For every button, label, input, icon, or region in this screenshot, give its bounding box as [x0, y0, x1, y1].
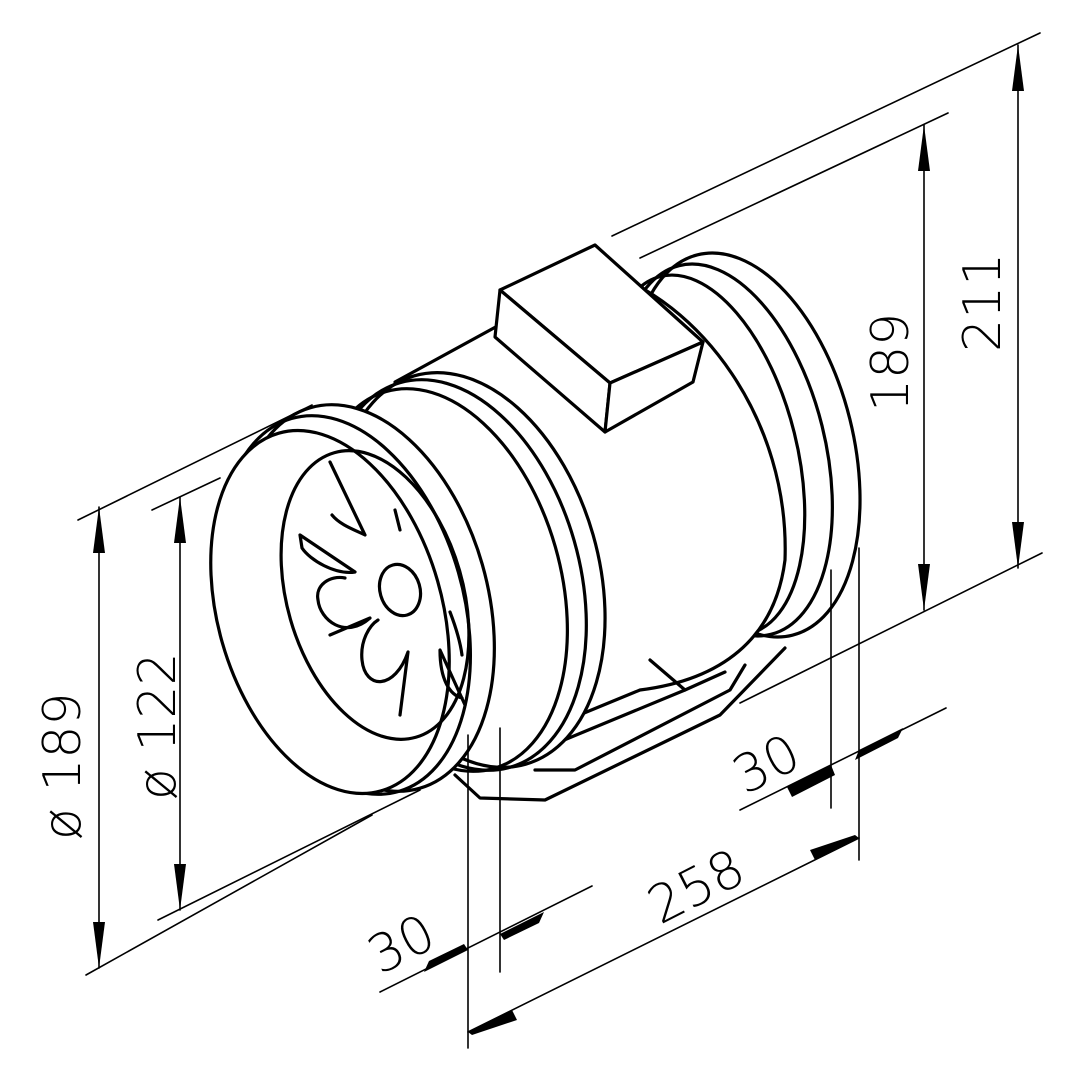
dimension-lines [77, 32, 1043, 1049]
front-collar-label: 30 [359, 903, 445, 987]
rear-height-label: 189 [861, 313, 921, 412]
total-height-label: 211 [953, 253, 1013, 352]
fan-body [209, 243, 862, 802]
impeller-blades-icon [298, 460, 467, 717]
length-label: 258 [639, 838, 755, 937]
mounting-bracket [453, 646, 787, 802]
hub-icon [377, 562, 423, 618]
junction-box [493, 243, 705, 434]
outer-diameter-label: ø 189 [33, 692, 93, 840]
inner-diameter-label: ø 122 [128, 652, 188, 800]
